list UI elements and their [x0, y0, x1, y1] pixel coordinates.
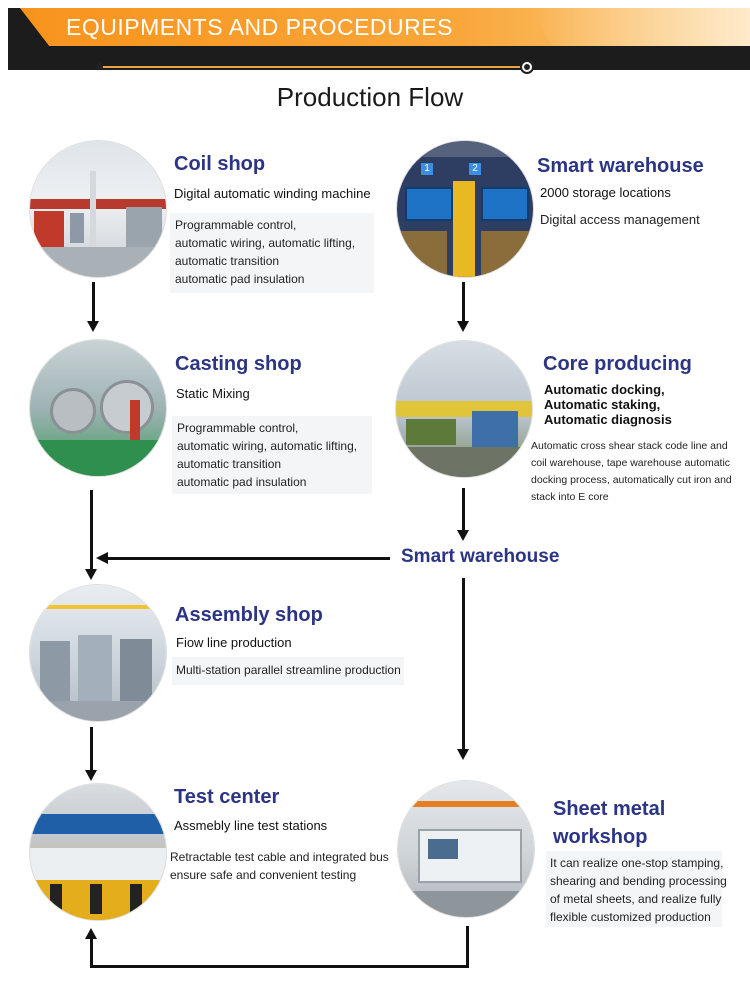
coil-shop-description-panel: [170, 213, 374, 293]
smart-warehouse-title: Smart warehouse: [537, 155, 704, 177]
flow-line: [90, 490, 93, 570]
description-line: Programmable control,: [175, 218, 297, 232]
sheet-metal-title: Sheet metal workshop: [553, 795, 665, 851]
casting-shop-photo: [30, 340, 166, 476]
smart-warehouse-subtitle: 2000 storage locations: [540, 185, 671, 200]
arrow-up-icon: [85, 928, 97, 939]
description-line: coil warehouse, tape warehouse automatic: [531, 457, 731, 469]
test-center-title: Test center: [174, 786, 280, 808]
coil-shop-title: Coil shop: [174, 153, 266, 175]
core-producing-subtitle: Automatic docking, Automatic staking, Au…: [544, 382, 672, 427]
assembly-shop-description-panel: [172, 657, 404, 685]
description-line: automatic transition: [177, 457, 282, 471]
banner-divider-line: [99, 66, 527, 68]
arrow-down-icon: [457, 321, 469, 332]
flow-line: [90, 965, 469, 968]
arrow-down-icon: [85, 569, 97, 580]
subtitle-line: Automatic diagnosis: [544, 412, 672, 427]
sheet-metal-description-panel: [546, 851, 722, 927]
arrow-down-icon: [85, 770, 97, 781]
description-line: Automatic cross shear stack code line an…: [531, 440, 728, 452]
flow-line: [92, 282, 95, 322]
core-producing-photo: [396, 341, 532, 477]
description-line: ensure safe and convenient testing: [170, 868, 357, 882]
assembly-shop-title: Assembly shop: [175, 604, 323, 626]
casting-shop-subtitle: Static Mixing: [176, 386, 250, 401]
description-line: of metal sheets, and realize fully: [550, 892, 722, 906]
screen-label: 1: [421, 163, 433, 175]
subtitle-line: Automatic staking,: [544, 397, 661, 412]
description-line: flexible customized production: [550, 910, 711, 924]
core-producing-title: Core producing: [543, 353, 692, 375]
assembly-shop-detail: Multi-station parallel streamline produc…: [176, 663, 401, 677]
banner-title: EQUIPMENTS AND PROCEDURES: [66, 14, 453, 40]
flow-line: [90, 938, 93, 968]
description-line: Retractable test cable and integrated bu…: [170, 850, 389, 864]
banner-target-icon: [520, 60, 534, 74]
coil-shop-subtitle: Digital automatic winding machine: [174, 186, 371, 201]
arrow-down-icon: [457, 530, 469, 541]
smart-warehouse-detail: Digital access management: [540, 212, 700, 227]
sheet-metal-description: It can realize one-stop stamping, sheari…: [550, 854, 730, 926]
casting-shop-description: Programmable control, automatic wiring, …: [177, 419, 377, 491]
description-line: docking process, automatically cut iron …: [531, 474, 732, 486]
banner-highlight: [530, 8, 750, 46]
flow-line: [108, 557, 390, 560]
banner-dot-icon: [96, 63, 103, 70]
description-line: shearing and bending processing: [550, 874, 727, 888]
sheet-metal-photo: [398, 781, 534, 917]
subtitle-line: Automatic docking,: [544, 382, 665, 397]
assembly-shop-subtitle: Fiow line production: [176, 635, 292, 650]
arrow-down-icon: [457, 749, 469, 760]
flow-line: [462, 578, 465, 750]
casting-shop-title: Casting shop: [175, 353, 302, 375]
description-line: Programmable control,: [177, 421, 299, 435]
description-line: automatic pad insulation: [177, 475, 307, 489]
smart-warehouse-mid-title: Smart warehouse: [401, 546, 560, 567]
description-line: automatic wiring, automatic lifting,: [175, 236, 356, 250]
page-title: Production Flow: [276, 82, 464, 112]
test-center-description: Retractable test cable and integrated bu…: [170, 848, 410, 884]
assembly-shop-photo: [30, 585, 166, 721]
coil-shop-description: Programmable control, automatic wiring, …: [175, 216, 375, 288]
title-line: workshop: [553, 826, 648, 848]
description-line: It can realize one-stop stamping,: [550, 856, 724, 870]
flow-line: [462, 282, 465, 322]
flow-line: [462, 488, 465, 531]
test-center-photo: [30, 784, 166, 920]
description-line: automatic pad insulation: [175, 272, 305, 286]
arrow-left-icon: [96, 552, 108, 564]
test-center-subtitle: Assmebly line test stations: [174, 818, 328, 833]
title-line: Sheet metal: [553, 798, 666, 820]
description-line: automatic wiring, automatic lifting,: [177, 439, 358, 453]
arrow-down-icon: [87, 321, 99, 332]
description-line: stack into E core: [531, 491, 609, 503]
core-producing-description: Automatic cross shear stack code line an…: [531, 438, 745, 506]
flow-line: [90, 727, 93, 772]
coil-shop-photo: [30, 141, 166, 277]
flow-line: [466, 926, 469, 968]
screen-label: 2: [469, 163, 481, 175]
smart-warehouse-photo: 1 2: [397, 141, 533, 277]
casting-shop-description-panel: [172, 416, 372, 494]
description-line: automatic transition: [175, 254, 280, 268]
